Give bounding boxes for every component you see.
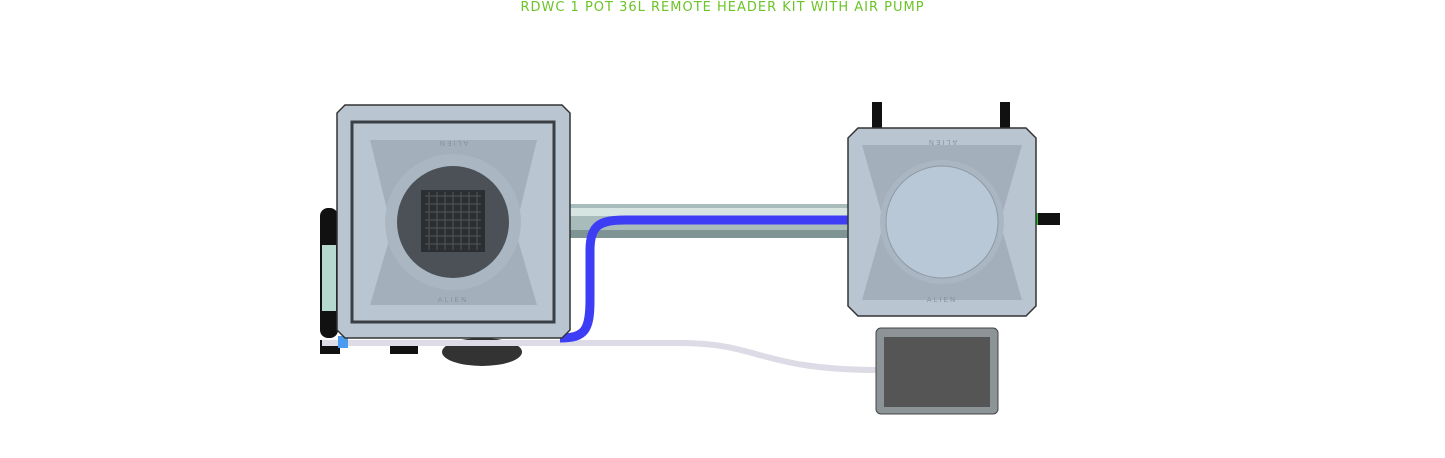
air-line <box>322 340 881 373</box>
pot-logo-bottom: ALIEN <box>438 296 468 304</box>
air-line-fitting <box>338 336 348 348</box>
grow-pot: ALIEN ALIEN <box>336 104 571 339</box>
header-tank: ALIEN ALIEN <box>847 102 1060 317</box>
pot-logo-top: ALIEN <box>438 139 468 147</box>
tank-logo-top: ALIEN <box>927 138 957 146</box>
air-pump <box>875 327 999 415</box>
water-hose <box>559 215 852 343</box>
diagram-title: RDWC 1 POT 36L REMOTE HEADER KIT WITH AI… <box>520 0 925 15</box>
tank-logo-bottom: ALIEN <box>927 296 957 304</box>
outlet-fitting <box>1034 213 1060 225</box>
